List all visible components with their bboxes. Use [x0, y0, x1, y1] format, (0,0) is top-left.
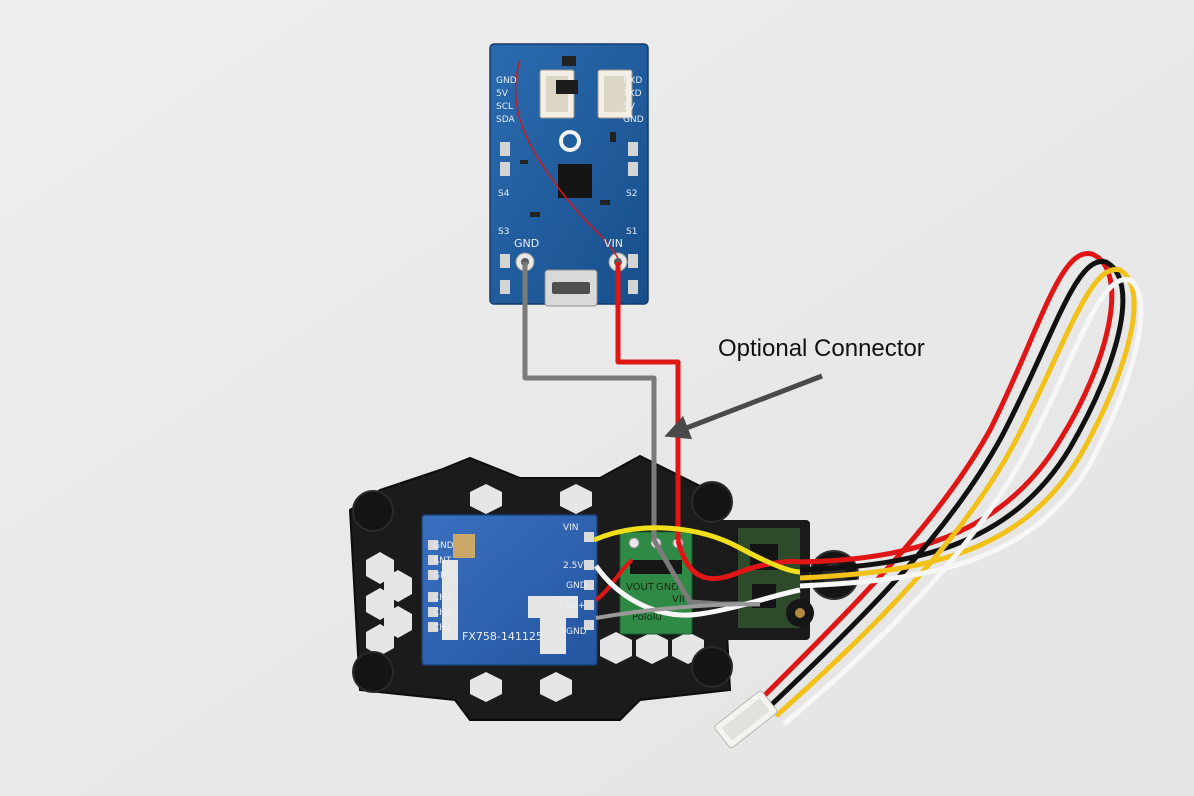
wiring	[522, 251, 1144, 749]
pin-label-right-4: GND	[623, 115, 644, 125]
bundle-white	[782, 277, 1144, 726]
pad-label-vin: VIN	[604, 237, 623, 250]
tx-pin-left-6: CH1	[433, 623, 452, 633]
tx-pin-left-1: GND	[433, 541, 454, 551]
tx-pin-left-5: CH2	[433, 608, 452, 618]
connector-annotation: Optional Connector	[664, 335, 925, 440]
pad-label-gnd: GND	[514, 237, 539, 250]
reg-pin-vin: VIN	[672, 594, 689, 605]
ground-wire-2	[595, 602, 761, 620]
tx-pin-left-4: CH3	[433, 593, 452, 603]
tx-pin-right-2: 2.5V	[563, 561, 584, 571]
side-label-s4: S4	[498, 189, 510, 199]
video-wire	[593, 525, 801, 575]
reg-brand: Pololu	[632, 612, 662, 623]
tx-power-wire	[594, 558, 634, 602]
tx-model-text: FX758-141125	[462, 630, 543, 643]
power-wire-2	[675, 539, 801, 582]
transmitter-board: GND ANT GND CH3 CH2 CH1 VIN 2.5V GND 5V+…	[421, 514, 598, 666]
annotation-label: Optional Connector	[718, 335, 925, 362]
tx-pin-right-4: 5V+	[566, 601, 585, 611]
pin-label-left-4: SDA	[496, 115, 515, 125]
pin-label-right-3: 5V	[623, 102, 636, 112]
side-label-s1: S1	[626, 227, 637, 237]
tx-pin-right-3: GND	[566, 581, 587, 591]
side-label-s3: S3	[498, 227, 509, 237]
tx-pin-right-1: VIN	[563, 523, 579, 533]
audio-wire	[593, 564, 801, 618]
pin-label-right-2: TXD	[622, 89, 642, 99]
reg-pin-vout: VOUT	[626, 582, 655, 593]
pin-label-left-3: SCL	[496, 102, 513, 112]
controller-board: GND 5V SCL SDA RXD TXD 5V GND S4 S3 S2 S…	[489, 43, 649, 307]
bundle-yellow	[774, 267, 1137, 718]
side-label-s2: S2	[626, 189, 637, 199]
tx-pin-right-5: GND	[566, 627, 587, 637]
tx-pin-left-3: GND	[433, 571, 454, 581]
bundle-black	[766, 259, 1126, 710]
power-wire	[615, 262, 681, 540]
annotation-arrow	[664, 373, 823, 440]
pin-label-right-1: RXD	[623, 76, 642, 86]
jst-plug	[714, 690, 778, 749]
pin-label-left-1: GND	[496, 76, 517, 86]
reg-pin-gnd: GND	[656, 582, 679, 593]
pin-label-left-2: 5V	[496, 89, 509, 99]
tx-pin-left-2: ANT	[433, 556, 452, 566]
